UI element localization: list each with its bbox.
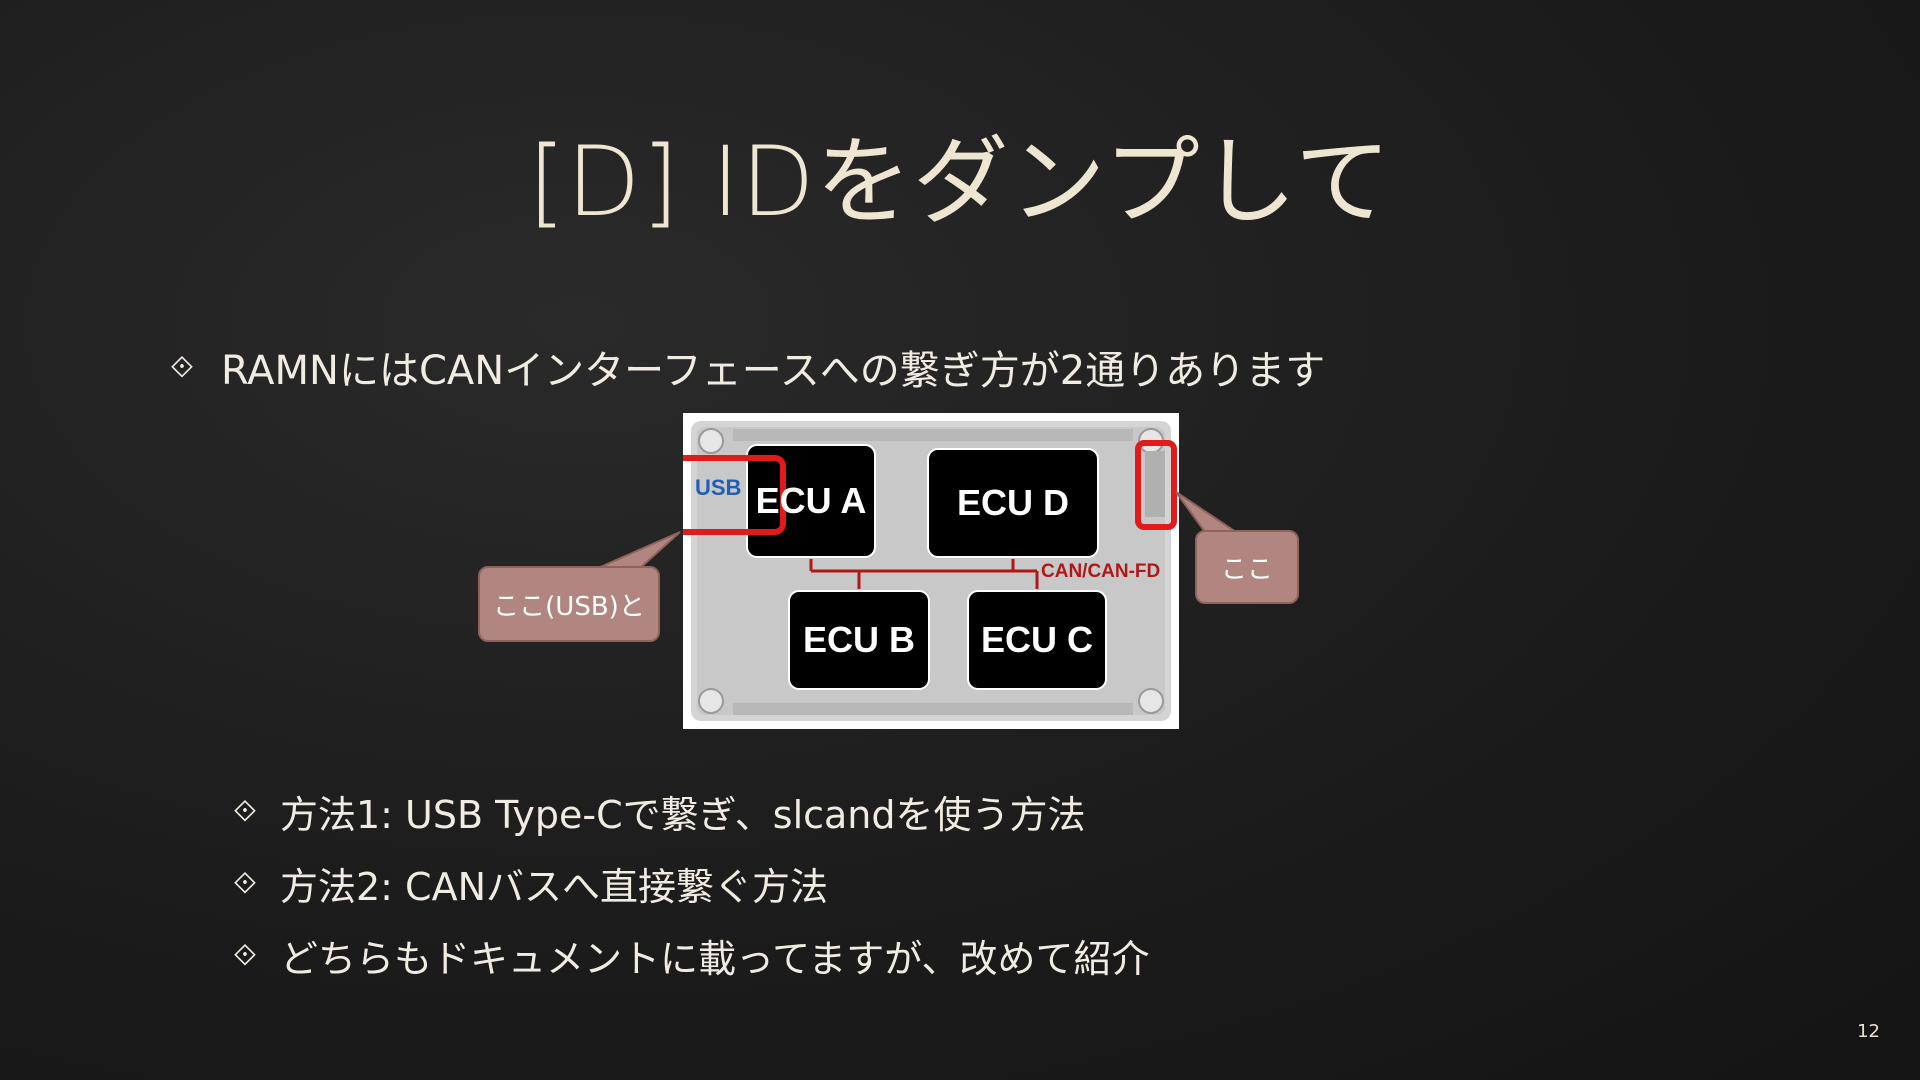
diamond-bullet-icon: ⟐: [228, 866, 262, 901]
callout-usb: ここ(USB)と: [478, 566, 660, 642]
ecu-a-label: ECU A: [747, 445, 875, 557]
main-bullet-text: RAMNにはCANインターフェースへの繋ぎ方が2通りあります: [221, 338, 1325, 396]
ecu-b-label: ECU B: [789, 591, 929, 689]
sub-bullet-text: どちらもドキュメントに載ってますが、改めて紹介: [280, 928, 1149, 983]
ecu-c-label: ECU C: [968, 591, 1106, 689]
ecu-d-label: ECU D: [928, 449, 1098, 557]
diamond-bullet-icon: ⟐: [228, 938, 262, 973]
sub-bullet-text: 方法2: CANバスへ直接繋ぐ方法: [280, 856, 828, 911]
can-bus-label: CAN/CAN-FD: [1041, 561, 1160, 583]
usb-label: USB: [695, 475, 741, 501]
sub-bullet-list: ⟐ 方法1: USB Type-Cで繋ぎ、slcandを使う方法 ⟐ 方法2: …: [228, 775, 1149, 991]
sub-bullet-text: 方法1: USB Type-Cで繋ぎ、slcandを使う方法: [280, 784, 1086, 839]
main-bullet: ⟐ RAMNにはCANインターフェースへの繋ぎ方が2通りあります: [165, 338, 1325, 396]
sub-bullet-item: ⟐ 方法1: USB Type-Cで繋ぎ、slcandを使う方法: [228, 775, 1149, 847]
page-number: 12: [1857, 1021, 1880, 1042]
callout-can-connector: ここ: [1195, 530, 1299, 604]
ramn-board-image: USB ECU A ECU D ECU B ECU C CAN/CAN-FD: [683, 413, 1179, 729]
diamond-bullet-icon: ⟐: [228, 794, 262, 829]
diamond-bullet-icon: ⟐: [165, 350, 199, 385]
slide-title: [D] IDをダンプして: [0, 130, 1920, 236]
sub-bullet-item: ⟐ 方法2: CANバスへ直接繋ぐ方法: [228, 847, 1149, 919]
sub-bullet-item: ⟐ どちらもドキュメントに載ってますが、改めて紹介: [228, 919, 1149, 991]
